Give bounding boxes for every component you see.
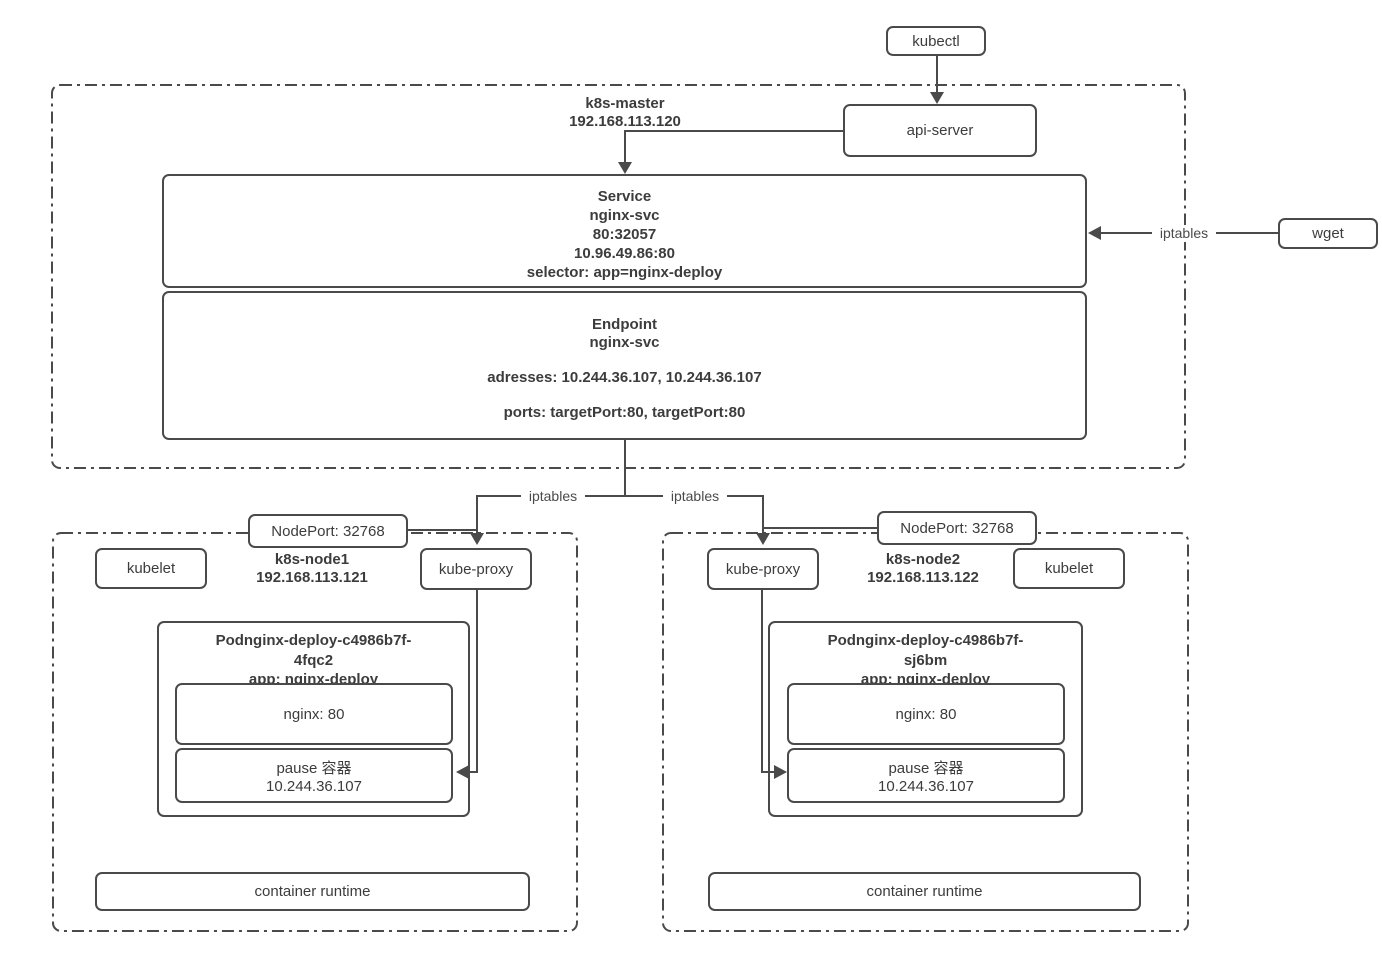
- container-runtime2-box: container runtime: [708, 872, 1141, 911]
- pod2-pause-container-box: pause 容器 10.244.36.107: [787, 748, 1065, 803]
- master-ip: 192.168.113.120: [569, 113, 681, 130]
- kube-proxy2-box: kube-proxy: [707, 548, 819, 590]
- endpoint-title: Endpoint: [592, 316, 657, 333]
- service-box: Service nginx-svc 80:32057 10.96.49.86:8…: [162, 174, 1087, 288]
- pod1-title-line1: Podnginx-deploy-c4986b7f-: [215, 632, 412, 649]
- pod2-title-line1: Podnginx-deploy-c4986b7f-: [827, 632, 1024, 649]
- endpoint-addresses: adresses: 10.244.36.107, 10.244.36.107: [487, 369, 762, 386]
- pod1-title-line2: 4fqc2: [293, 651, 334, 669]
- kubectl-label: kubectl: [912, 32, 960, 50]
- nodeport1-label: NodePort: 32768: [271, 522, 385, 540]
- master-name: k8s-master: [585, 95, 665, 112]
- nodeport2-box: NodePort: 32768: [877, 511, 1037, 545]
- container-runtime1-label: container runtime: [254, 883, 371, 900]
- api-server-label: api-server: [906, 122, 974, 139]
- pod2-nginx-container-box: nginx: 80: [787, 683, 1065, 745]
- node1-title: k8s-node1 192.168.113.121: [212, 551, 412, 587]
- node1-ip: 192.168.113.121: [256, 569, 368, 586]
- pod1-nginx-label: nginx: 80: [283, 705, 345, 723]
- kubelet2-box: kubelet: [1013, 548, 1125, 589]
- master-dashed-border: [51, 84, 1186, 469]
- pod2-nginx-label: nginx: 80: [895, 705, 957, 723]
- pod1-nginx-container-box: nginx: 80: [175, 683, 453, 745]
- endpoint-box: Endpoint nginx-svc adresses: 10.244.36.1…: [162, 291, 1087, 440]
- kubelet2-label: kubelet: [1044, 560, 1094, 577]
- iptables-label-node1: iptables: [521, 488, 585, 505]
- pod2-title-line2: sj6bm: [903, 651, 948, 669]
- kube-proxy2-label: kube-proxy: [725, 560, 801, 578]
- node2-name: k8s-node2: [885, 551, 961, 568]
- kubelet1-box: kubelet: [95, 548, 207, 589]
- master-title: k8s-master 192.168.113.120: [500, 95, 750, 131]
- service-selector: selector: app=nginx-deploy: [526, 264, 723, 281]
- kube-proxy1-box: kube-proxy: [420, 548, 532, 590]
- service-title: Service: [597, 188, 652, 205]
- service-name: nginx-svc: [589, 207, 660, 224]
- kubectl-box: kubectl: [886, 26, 986, 56]
- iptables-label-wget: iptables: [1152, 225, 1216, 242]
- container-runtime1-box: container runtime: [95, 872, 530, 911]
- kube-proxy1-label: kube-proxy: [438, 560, 514, 578]
- node2-title: k8s-node2 192.168.113.122: [823, 551, 1023, 587]
- pod1-pause-ip: 10.244.36.107: [266, 777, 362, 795]
- node2-ip: 192.168.113.122: [867, 569, 979, 586]
- nodeport1-box: NodePort: 32768: [248, 514, 408, 548]
- pod2-pause-label: pause 容器: [888, 759, 964, 777]
- service-cluster-ip: 10.96.49.86:80: [574, 245, 675, 262]
- pod2-pause-ip: 10.244.36.107: [878, 777, 974, 795]
- nodeport2-label: NodePort: 32768: [900, 519, 1014, 537]
- service-port-mapping: 80:32057: [592, 226, 657, 243]
- pod1-pause-label: pause 容器: [276, 759, 352, 777]
- arrow-apiserver-to-service: [618, 130, 843, 174]
- kubelet1-label: kubelet: [126, 560, 176, 577]
- endpoint-ports: ports: targetPort:80, targetPort:80: [503, 404, 746, 421]
- container-runtime2-label: container runtime: [866, 883, 983, 900]
- wget-label: wget: [1312, 225, 1344, 242]
- node1-name: k8s-node1: [274, 551, 350, 568]
- endpoint-name: nginx-svc: [589, 334, 660, 351]
- wget-box: wget: [1278, 218, 1378, 249]
- api-server-box: api-server: [843, 104, 1037, 157]
- pod1-pause-container-box: pause 容器 10.244.36.107: [175, 748, 453, 803]
- iptables-label-node2: iptables: [663, 488, 727, 505]
- arrow-kubectl-to-apiserver: [930, 56, 944, 104]
